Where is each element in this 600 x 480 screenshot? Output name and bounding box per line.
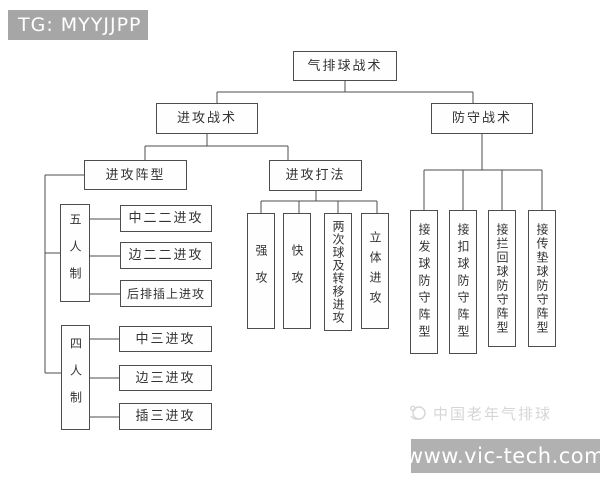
panda-logo-icon (410, 405, 426, 420)
node-attack-methods: 进攻打法 (269, 160, 362, 191)
node-five-player: 五人制 (60, 204, 90, 302)
node-pass-dig-defense: 接传垫球防守阵型 (528, 210, 556, 347)
node-mid-2-2-attack: 中二二进攻 (120, 205, 212, 232)
node-root: 气排球战术 (293, 51, 397, 81)
node-defense-tactics: 防守战术 (431, 103, 533, 134)
footer-url-bar: www.vic-tech.com (406, 439, 600, 473)
node-quick-attack: 快攻 (283, 213, 311, 329)
node-power-attack: 强攻 (247, 213, 275, 329)
node-side-3-attack: 边三进攻 (119, 365, 212, 391)
node-side-2-2-attack: 边二二进攻 (120, 242, 212, 269)
watermark-text: 中国老年气排球 (433, 404, 553, 423)
node-3d-attack: 立体进攻 (361, 213, 389, 329)
node-spike-receive-defense: 接扣球防守阵型 (449, 210, 477, 354)
node-second-ball-transfer-attack: 两次球及转移进攻 (324, 213, 352, 331)
node-attack-tactics: 进攻战术 (156, 103, 258, 134)
node-attack-formation: 进攻阵型 (84, 160, 187, 190)
telegram-badge: TG: MYYJJPP (8, 10, 148, 40)
node-backrow-insert-attack: 后排插上进攻 (120, 280, 212, 307)
watermark: 中国老年气排球 (408, 402, 552, 424)
node-serve-receive-defense: 接发球防守阵型 (410, 210, 438, 354)
node-block-rebound-defense: 接拦回球防守阵型 (488, 210, 516, 347)
node-four-player: 四人制 (61, 325, 90, 430)
node-insert-3-attack: 插三进攻 (119, 403, 212, 430)
node-mid-3-attack: 中三进攻 (119, 326, 212, 352)
